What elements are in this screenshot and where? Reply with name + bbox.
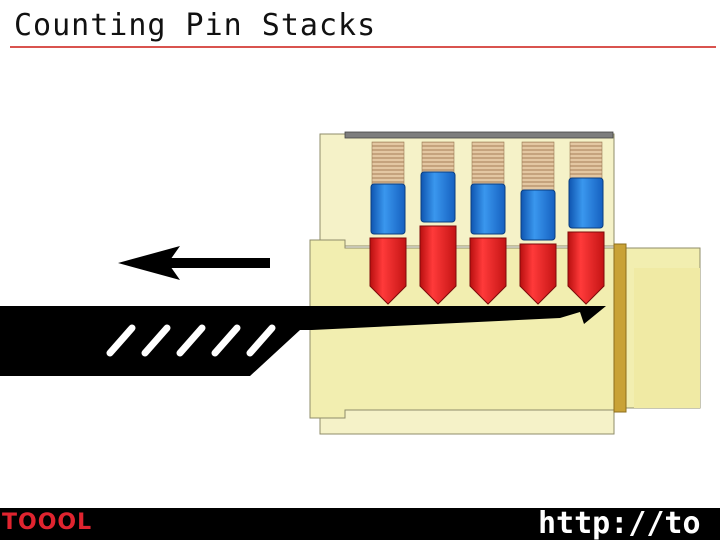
- pick-tool: [0, 306, 606, 376]
- cylinder-housing: [319, 131, 615, 435]
- key-pin: [519, 243, 557, 305]
- pin-stack-5: [567, 141, 605, 305]
- page-title: Counting Pin Stacks: [14, 8, 377, 43]
- pin-stack-1: [369, 141, 407, 305]
- footer-bar: TOOOL http://to: [0, 506, 720, 541]
- driver-pin: [420, 171, 456, 223]
- retainer-clip: [613, 243, 627, 413]
- key-pin: [369, 237, 407, 305]
- spring: [569, 141, 603, 179]
- key-pin: [567, 231, 605, 305]
- driver-pin: [370, 183, 406, 235]
- pin-stack-4: [519, 141, 557, 305]
- pin-stack-2: [419, 141, 457, 305]
- pin-stack-3: [469, 141, 507, 305]
- driver-pin: [568, 177, 604, 229]
- key-pin: [469, 237, 507, 305]
- driver-pin: [520, 189, 556, 241]
- title-underline: [10, 46, 716, 48]
- footer-url: http://to: [538, 506, 701, 541]
- toool-logo: TOOOL: [2, 510, 93, 535]
- spring: [421, 141, 455, 173]
- spring: [521, 141, 555, 191]
- spring: [471, 141, 505, 185]
- spring: [371, 141, 405, 185]
- key-pin: [419, 225, 457, 305]
- left-arrow-icon: [118, 246, 270, 280]
- driver-pin: [470, 183, 506, 235]
- grip-marks: [106, 324, 276, 357]
